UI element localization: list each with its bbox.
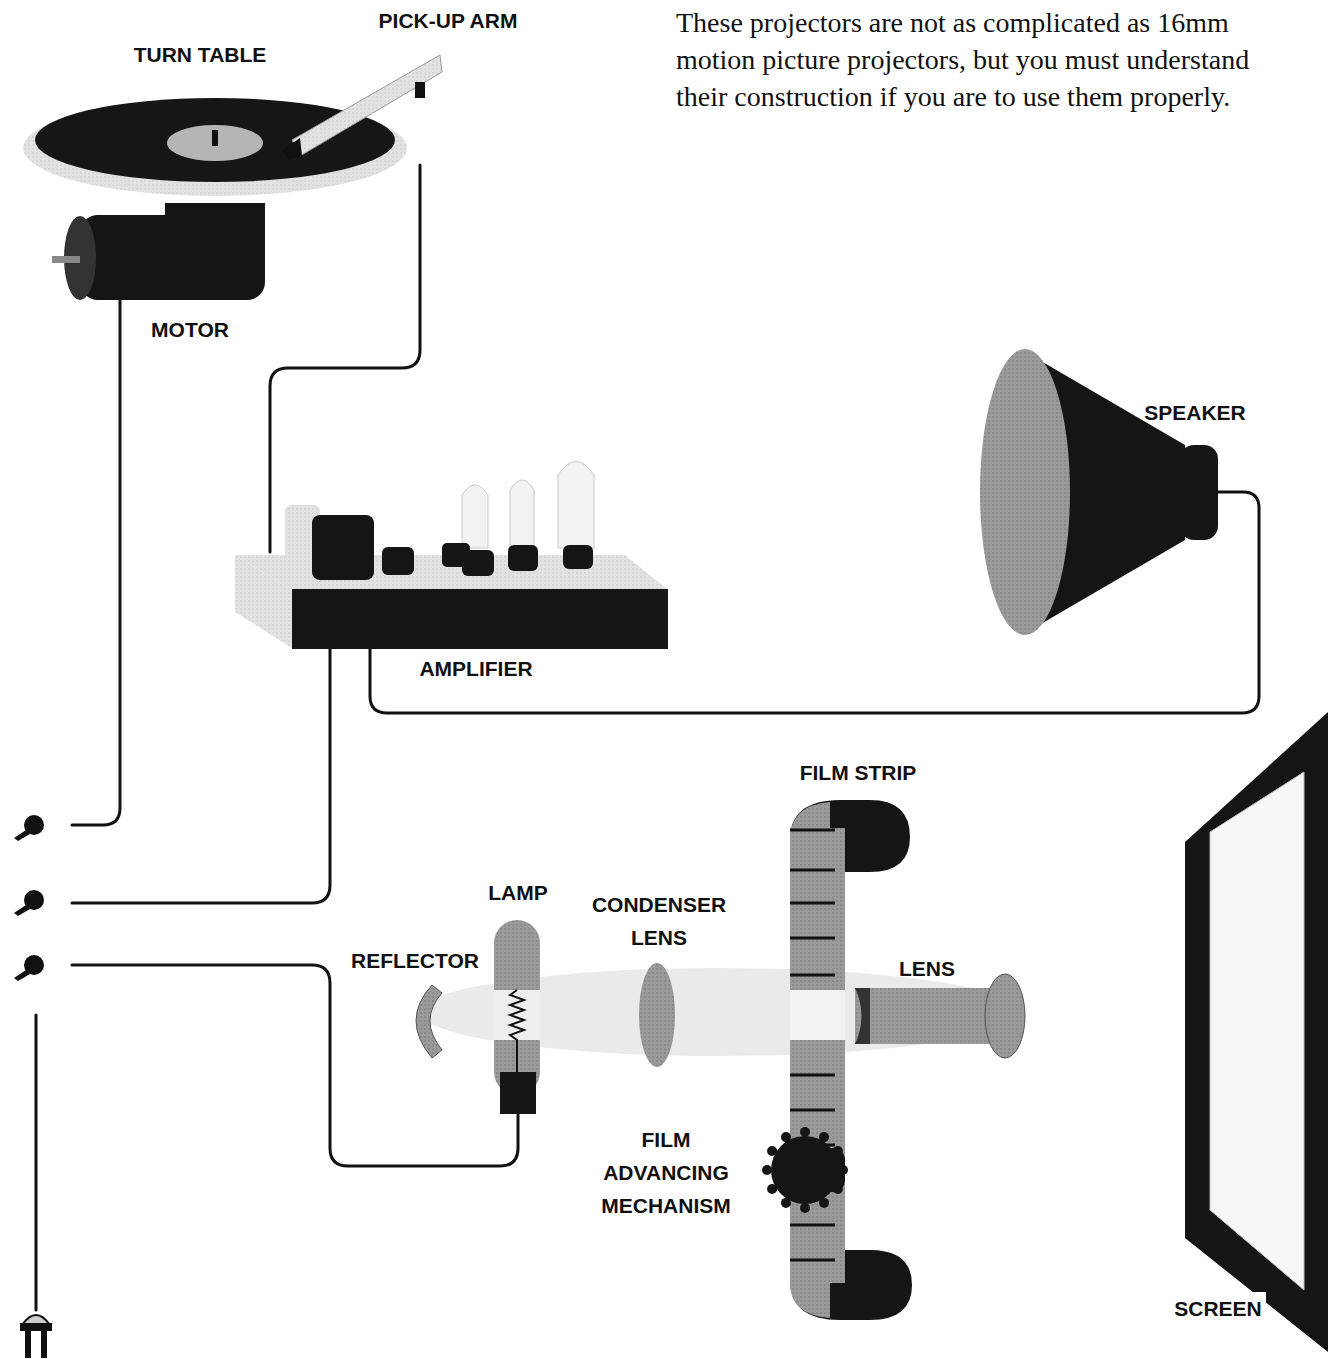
pickup-arm <box>282 55 442 160</box>
sprocket-tooth <box>781 1132 791 1142</box>
part-name: LAMP <box>488 876 548 909</box>
film-perforation <box>790 1074 835 1077</box>
motor <box>52 203 265 300</box>
body-text: These projectors are not as complicated … <box>676 4 1266 115</box>
film-perforation <box>790 1259 835 1262</box>
film-advancing-sprocket <box>762 1127 848 1213</box>
speaker <box>980 349 1218 635</box>
part-name: MOTOR <box>151 313 229 346</box>
part-name: PICK-UP ARM <box>379 4 518 37</box>
sprocket-tooth <box>767 1184 777 1194</box>
amplifier <box>235 462 668 650</box>
film-perforation <box>790 1224 835 1227</box>
part-name: SCREEN <box>1170 1292 1266 1325</box>
projection-lens <box>855 974 1025 1058</box>
switch-symbols <box>14 815 44 981</box>
reflector <box>416 985 442 1058</box>
condenser-lens <box>639 963 675 1067</box>
part-name: LENS <box>899 952 955 985</box>
sprocket-tooth <box>762 1165 772 1175</box>
film-perforation <box>790 869 835 872</box>
part-name: TURN TABLE <box>134 38 267 71</box>
film-perforation <box>790 829 835 832</box>
part-name: SPEAKER <box>1144 396 1246 429</box>
sprocket-tooth <box>819 1132 829 1142</box>
plug <box>20 1315 52 1358</box>
part-name: CONDENSER LENS <box>579 888 739 954</box>
sprocket-tooth <box>781 1198 791 1208</box>
sprocket-tooth <box>800 1127 810 1137</box>
screen <box>1185 712 1328 1352</box>
wires <box>36 165 1259 1310</box>
lamp <box>494 920 540 1114</box>
part-name: AMPLIFIER <box>415 652 536 685</box>
film-perforation <box>790 974 835 977</box>
sprocket-tooth <box>800 1203 810 1213</box>
sprocket-tooth <box>819 1198 829 1208</box>
film-perforation <box>790 1109 835 1112</box>
film-perforation <box>790 937 835 940</box>
sprocket-tooth <box>767 1146 777 1156</box>
film-perforation <box>790 902 835 905</box>
part-name: FILM ADVANCING MECHANISM <box>579 1123 754 1222</box>
part-name: REFLECTOR <box>351 944 479 977</box>
part-name: FILM STRIP <box>800 756 917 789</box>
film-strip <box>790 800 912 1320</box>
